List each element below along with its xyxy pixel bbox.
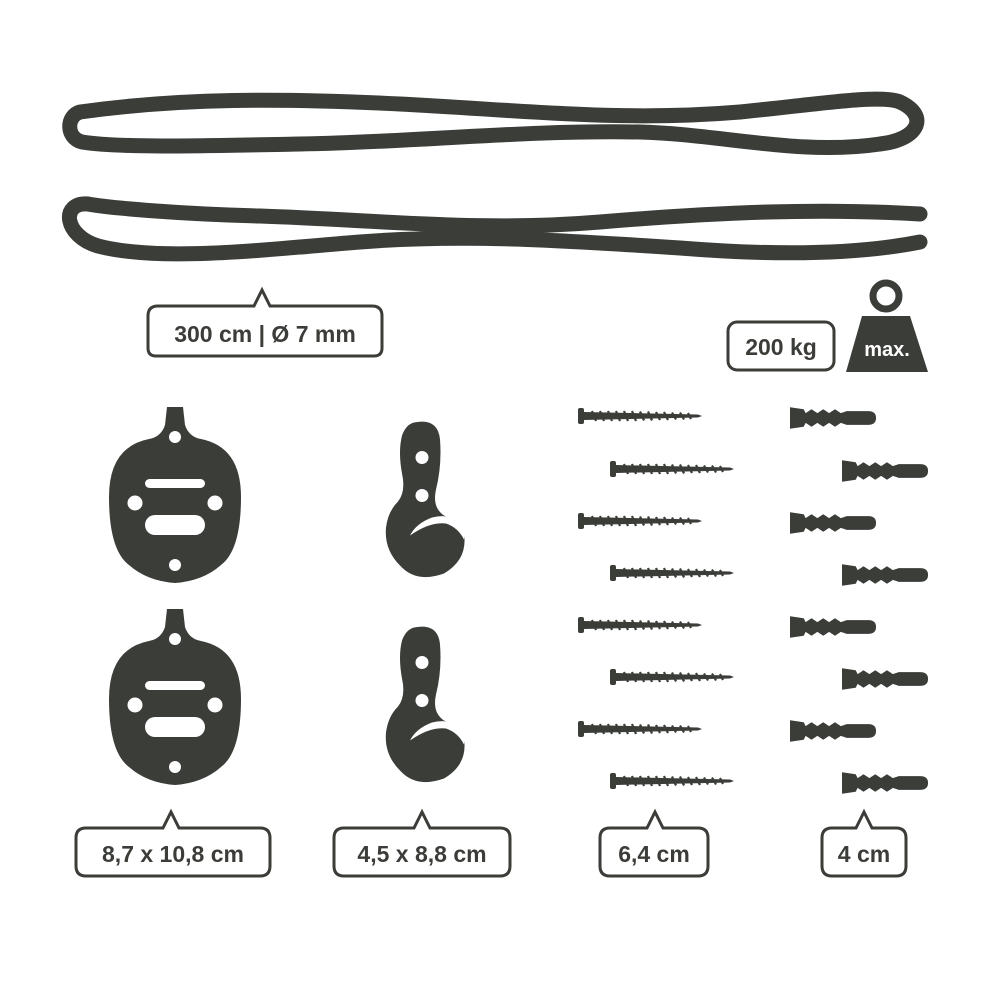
screw-icon: [578, 719, 703, 739]
mounting-plate-icon: [109, 407, 241, 583]
plate-label-text: 8,7 x 10,8 cm: [102, 841, 244, 867]
screw-icon: [610, 563, 735, 583]
wall-plug-icon: [842, 564, 929, 586]
dowel-length-label: 4 cm: [820, 808, 908, 878]
weight-label: 200 kg: [726, 320, 836, 372]
weight-icon: max.: [846, 279, 928, 372]
screw-icon: [610, 459, 735, 479]
wall-plug-icon: [842, 772, 929, 794]
hook-label-text: 4,5 x 8,8 cm: [357, 841, 486, 867]
wall-plug-icon: [842, 460, 929, 482]
weight-label-text: 200 kg: [745, 334, 817, 360]
wall-plug-icon: [790, 616, 877, 638]
screw-length-label: 6,4 cm: [598, 808, 710, 878]
screw-icon: [578, 615, 703, 635]
wall-plug-icon: [790, 407, 877, 429]
rope-size-label: 300 cm | Ø 7 mm: [146, 286, 384, 358]
screw-icon: [610, 771, 735, 791]
wall-plug-icon: [842, 668, 929, 690]
weight-max-text: max.: [864, 339, 910, 361]
screw-icon: [578, 511, 703, 531]
mounting-plate-icon: [109, 609, 241, 785]
rope-top: [62, 91, 925, 156]
rope-label-text: 300 cm | Ø 7 mm: [174, 321, 356, 347]
hook-size-label: 4,5 x 8,8 cm: [332, 808, 512, 878]
wall-plug-icon: [790, 720, 877, 742]
wall-plug-icon: [790, 512, 877, 534]
screw-icon: [610, 667, 735, 687]
screw-label-text: 6,4 cm: [618, 841, 690, 867]
dowel-label-text: 4 cm: [838, 841, 890, 867]
hook-icon: [385, 421, 465, 578]
plate-size-label: 8,7 x 10,8 cm: [74, 808, 272, 878]
hook-icon: [385, 626, 465, 783]
rope-bottom: [62, 196, 928, 262]
screw-icon: [578, 406, 703, 426]
